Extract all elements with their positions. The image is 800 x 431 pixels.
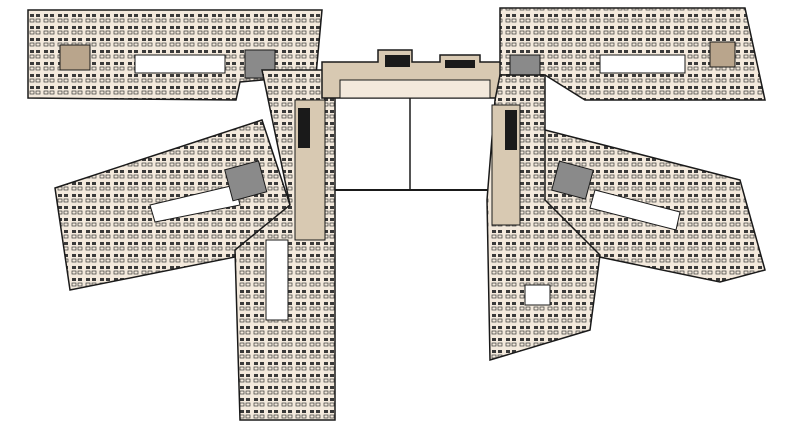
wing-south-west [234, 69, 336, 421]
wing-north-west [27, 9, 323, 101]
central-connector [321, 49, 506, 191]
wing-south-east [486, 74, 601, 362]
wing-north-east [499, 7, 766, 101]
